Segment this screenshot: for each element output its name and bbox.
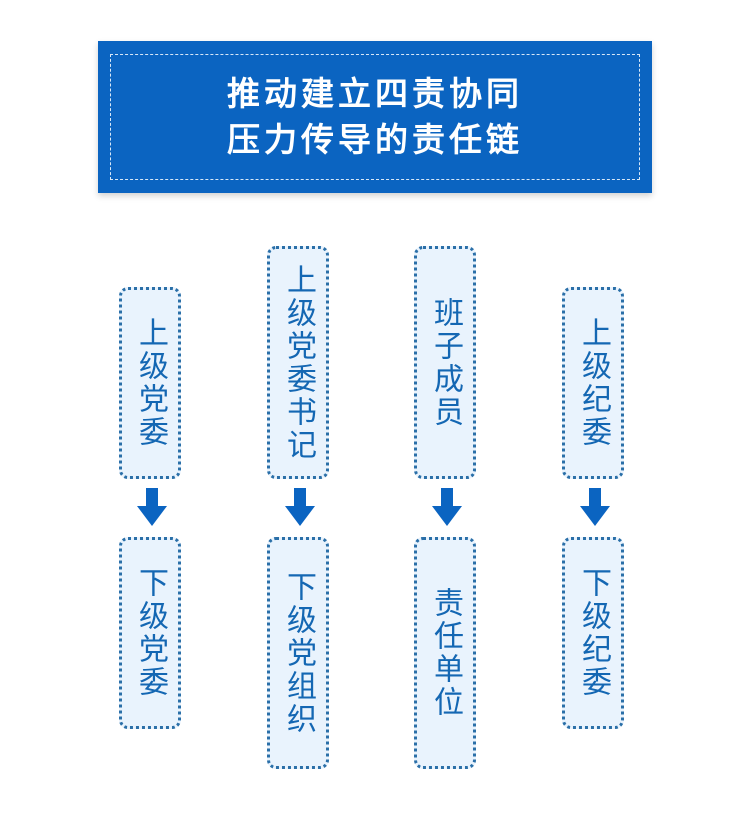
source-box-2: 上级党委书记	[267, 246, 329, 479]
title-frame: 推动建立四责协同 压力传导的责任链	[110, 54, 640, 180]
title-line-2: 压力传导的责任链	[227, 120, 523, 159]
arrow-down-icon	[285, 488, 315, 526]
target-box-3: 责任单位	[414, 537, 476, 769]
title-banner: 推动建立四责协同 压力传导的责任链	[98, 41, 652, 193]
source-label-3: 班子成员	[428, 296, 463, 429]
target-label-3: 责任单位	[428, 587, 463, 719]
target-box-2: 下级党组织	[267, 537, 329, 769]
target-label-2: 下级党组织	[281, 570, 316, 736]
arrow-down-icon	[432, 488, 462, 526]
source-box-1: 上级党委	[119, 287, 181, 479]
source-label-2: 上级党委书记	[281, 263, 316, 462]
target-label-1: 下级党委	[133, 567, 168, 699]
source-label-1: 上级党委	[133, 317, 168, 449]
target-box-1: 下级党委	[119, 537, 181, 729]
source-label-4: 上级纪委	[576, 317, 611, 449]
target-box-4: 下级纪委	[562, 537, 624, 729]
target-label-4: 下级纪委	[576, 567, 611, 699]
title-line-1: 推动建立四责协同	[227, 74, 523, 113]
arrow-down-icon	[580, 488, 610, 526]
source-box-4: 上级纪委	[562, 287, 624, 479]
source-box-3: 班子成员	[414, 246, 476, 479]
arrow-down-icon	[137, 488, 167, 526]
